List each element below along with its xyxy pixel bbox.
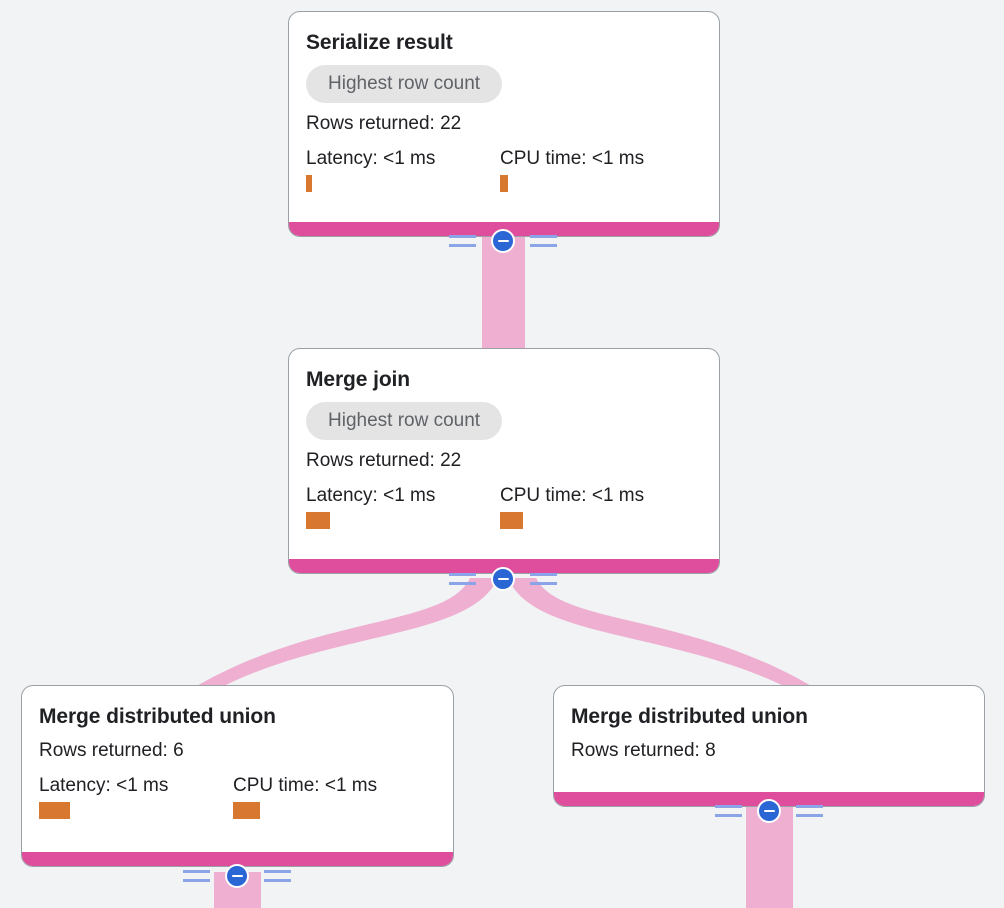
metric-latency: Latency: <1 ms <box>39 775 233 819</box>
node-card-merge-distributed-union-left[interactable]: Merge distributed union Rows returned: 6… <box>21 685 454 867</box>
node-metrics: Latency: <1 ms CPU time: <1 ms <box>306 148 702 192</box>
node-body: Serialize result Highest row count Rows … <box>289 12 719 202</box>
node-footer-bar <box>289 559 719 573</box>
node-title: Merge distributed union <box>571 705 808 728</box>
metric-cpu-time-bar <box>233 802 260 819</box>
metric-cpu-time-bar <box>500 175 508 192</box>
handle-lines <box>183 863 291 889</box>
handle-lines <box>715 798 823 824</box>
minus-circle-icon[interactable] <box>225 864 249 888</box>
node-card-merge-distributed-union-right[interactable]: Merge distributed union Rows returned: 8 <box>553 685 985 807</box>
node-body: Merge distributed union Rows returned: 6… <box>22 686 453 829</box>
metric-latency: Latency: <1 ms <box>306 485 500 529</box>
node-badge-highest-row-count: Highest row count <box>306 402 503 440</box>
metric-cpu-time-bar <box>500 512 523 529</box>
metric-cpu-time-label: CPU time: <1 ms <box>500 485 645 506</box>
node-rows-returned: Rows returned: 8 <box>571 740 716 761</box>
node-card-serialize-result[interactable]: Serialize result Highest row count Rows … <box>288 11 720 237</box>
node-body: Merge distributed union Rows returned: 8 <box>554 686 984 785</box>
metric-latency-label: Latency: <1 ms <box>306 148 436 169</box>
node-title: Merge join <box>306 368 411 391</box>
node-badge-highest-row-count: Highest row count <box>306 65 503 103</box>
minus-circle-icon[interactable] <box>491 229 515 253</box>
collapse-handle-union-left[interactable] <box>183 863 291 889</box>
collapse-handle-merge-join[interactable] <box>449 566 557 592</box>
collapse-handle-union-right[interactable] <box>715 798 823 824</box>
minus-circle-icon[interactable] <box>757 799 781 823</box>
collapse-handle-serialize-result[interactable] <box>449 228 557 254</box>
node-card-merge-join[interactable]: Merge join Highest row count Rows return… <box>288 348 720 574</box>
edge-mergejoin-to-union-right <box>508 578 818 690</box>
metric-latency: Latency: <1 ms <box>306 148 500 192</box>
node-rows-returned: Rows returned: 22 <box>306 450 462 471</box>
metric-latency-label: Latency: <1 ms <box>39 775 169 796</box>
metric-latency-bar <box>306 175 312 192</box>
minus-circle-icon[interactable] <box>491 567 515 591</box>
node-footer-bar <box>22 852 453 866</box>
metric-cpu-time-label: CPU time: <1 ms <box>500 148 645 169</box>
metric-cpu-time: CPU time: <1 ms <box>500 485 644 529</box>
node-rows-returned: Rows returned: 22 <box>306 113 462 134</box>
node-title: Merge distributed union <box>39 705 276 728</box>
node-metrics: Latency: <1 ms CPU time: <1 ms <box>39 775 436 819</box>
edge-mergejoin-to-union-left <box>190 578 498 690</box>
metric-latency-bar <box>39 802 70 819</box>
node-metrics: Latency: <1 ms CPU time: <1 ms <box>306 485 702 529</box>
metric-latency-bar <box>306 512 330 529</box>
metric-cpu-time: CPU time: <1 ms <box>233 775 377 819</box>
node-title: Serialize result <box>306 31 453 54</box>
node-body: Merge join Highest row count Rows return… <box>289 349 719 539</box>
node-rows-returned: Rows returned: 6 <box>39 740 184 761</box>
metric-cpu-time: CPU time: <1 ms <box>500 148 644 192</box>
metric-latency-label: Latency: <1 ms <box>306 485 436 506</box>
metric-cpu-time-label: CPU time: <1 ms <box>233 775 378 796</box>
handle-lines <box>449 228 557 254</box>
